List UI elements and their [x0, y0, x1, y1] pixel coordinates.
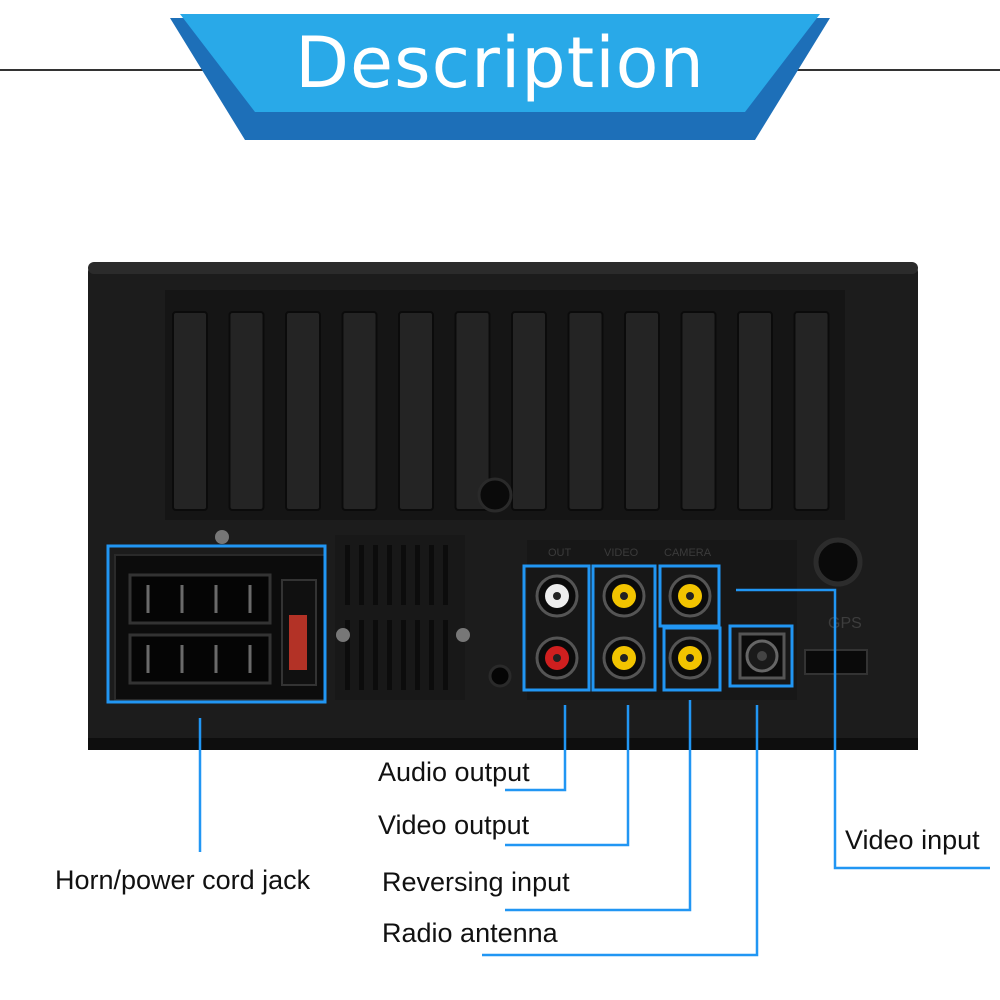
rca-jacks	[535, 574, 786, 680]
screw-top	[215, 530, 229, 544]
video-out-bottom-jack	[602, 636, 646, 680]
reversing-input-jack	[668, 636, 712, 680]
heatsink-fin	[680, 311, 717, 511]
vent-slot	[415, 545, 420, 605]
harness-socket-top	[128, 573, 272, 625]
screw-middle	[456, 628, 470, 642]
vent-grille	[345, 545, 448, 690]
heatsink-fin	[624, 311, 660, 511]
callout-lines	[198, 588, 990, 957]
vent-slot	[443, 620, 448, 690]
leader-video-output	[505, 705, 630, 847]
vent-slot	[373, 545, 378, 605]
label-horn-power-cord-jack: Horn/power cord jack	[55, 865, 311, 895]
vent-slot	[415, 620, 420, 690]
audio-out-red-jack	[535, 636, 579, 680]
vent-slot	[359, 620, 364, 690]
harness-pins	[146, 585, 252, 673]
video-input-jack	[668, 574, 712, 618]
leader-reversing-input	[505, 700, 692, 912]
highlight-boxes	[106, 544, 794, 704]
heatsink-fin	[793, 311, 830, 511]
vent-slot	[373, 620, 378, 690]
gps-port	[813, 537, 863, 587]
radio-antenna-jack	[738, 632, 786, 680]
vent-slot	[429, 620, 434, 690]
aux-hole	[488, 664, 512, 688]
harness-socket-bottom	[128, 633, 272, 685]
vent-slot	[401, 620, 406, 690]
leader-video-input	[736, 588, 990, 870]
audio-out-white-jack	[535, 574, 579, 618]
gps-label: GPS	[828, 615, 862, 632]
jack-label-video: VIDEO	[604, 547, 639, 559]
iso-harness-connector	[114, 554, 326, 701]
highlight-video-output	[591, 564, 657, 692]
highlight-reversing-input	[662, 626, 722, 692]
label-radio-antenna: Radio antenna	[382, 918, 558, 948]
jack-label-out: OUT	[548, 547, 572, 559]
header-banner	[0, 14, 1000, 140]
label-video-input: Video input	[845, 825, 980, 855]
heatsink-fin	[737, 311, 773, 511]
heatsink-fin	[454, 311, 491, 511]
vent-slot	[443, 545, 448, 605]
highlight-radio-antenna	[728, 624, 794, 688]
video-out-top-jack	[602, 574, 646, 618]
heatsink-fin	[567, 311, 604, 511]
vent-slot	[345, 620, 350, 690]
label-video-output: Video output	[378, 810, 530, 840]
heatsink-fin	[398, 311, 434, 511]
highlight-video-input	[658, 564, 721, 628]
vent-slot	[387, 545, 392, 605]
highlight-harness	[106, 544, 327, 704]
vent-slot	[429, 545, 434, 605]
vent-slot	[401, 545, 406, 605]
screw-left	[336, 628, 350, 642]
banner-shape	[180, 14, 820, 112]
jack-label-camera: CAMERA	[664, 547, 712, 559]
heatsink-fin	[285, 311, 321, 511]
screw-hole	[477, 477, 513, 513]
heatsink-fin	[511, 311, 547, 511]
vent-slot	[345, 545, 350, 605]
label-audio-output: Audio output	[378, 757, 530, 787]
device-top-edge	[88, 262, 918, 274]
heatsink-fin	[228, 311, 265, 511]
leader-radio-antenna	[482, 705, 759, 957]
fuse	[289, 615, 307, 670]
vent-slot	[359, 545, 364, 605]
heatsink-fins	[172, 311, 830, 511]
heatsink-fin	[341, 311, 378, 511]
device-bottom-edge	[88, 738, 918, 750]
leader-audio-output	[505, 705, 567, 792]
label-reversing-input: Reversing input	[382, 867, 570, 897]
highlight-audio-output	[522, 564, 591, 692]
heatsink-fin	[172, 311, 208, 511]
page-title: Description	[295, 22, 705, 104]
vent-slot	[387, 620, 392, 690]
